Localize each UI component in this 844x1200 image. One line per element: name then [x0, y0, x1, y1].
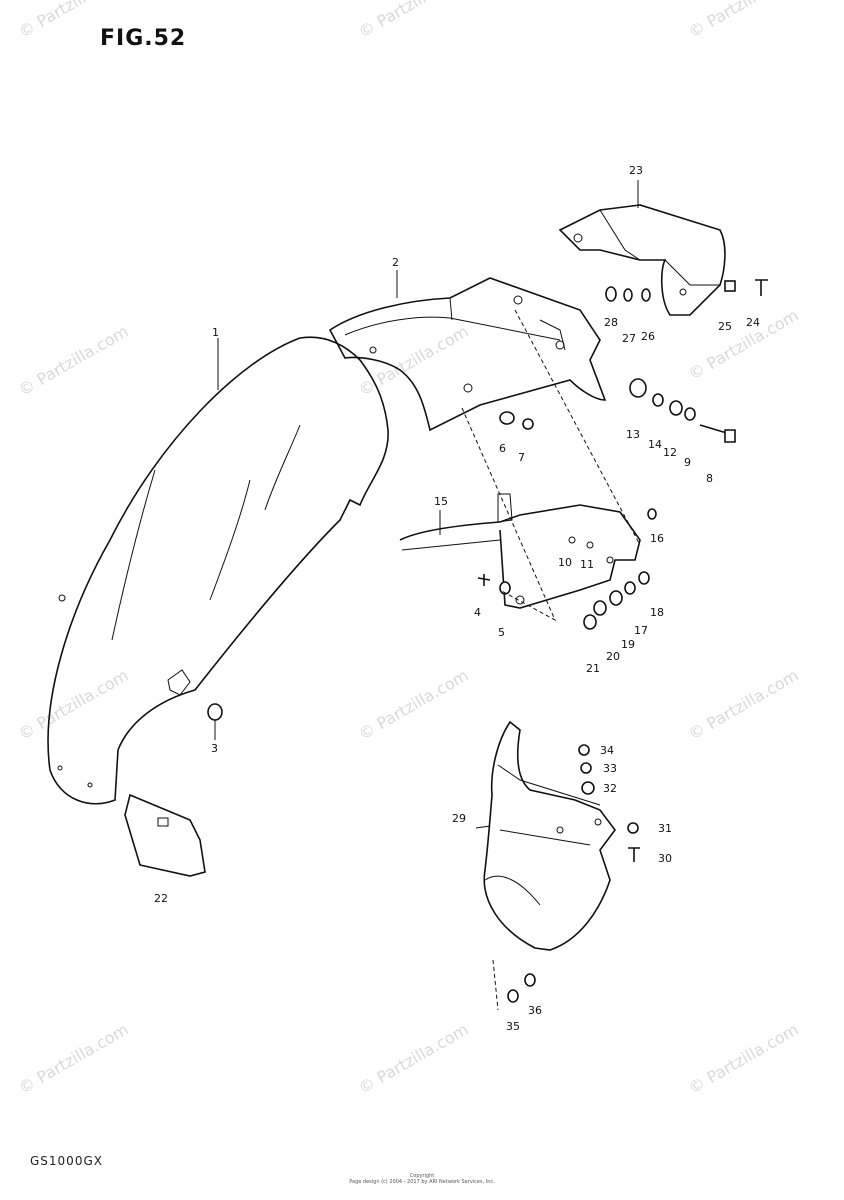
part-label: 36 [528, 1004, 542, 1017]
part-label: 6 [499, 442, 506, 455]
part-label: 20 [606, 650, 620, 663]
leader-lines [214, 180, 641, 1011]
part-label: 21 [586, 662, 600, 675]
inner-fender [328, 277, 607, 432]
part-label: 12 [663, 446, 677, 459]
part-label: 14 [648, 438, 662, 451]
part-label: 34 [600, 744, 614, 757]
part-label: 26 [641, 330, 655, 343]
part-number-labels: 1 2 3 4 5 6 7 8 9 10 11 12 13 14 15 16 1… [154, 164, 760, 1033]
part-label: 4 [474, 606, 481, 619]
part-label: 33 [603, 762, 617, 775]
part-label: 24 [746, 316, 760, 329]
model-code: GS1000GX [30, 1154, 103, 1168]
part-label: 9 [684, 456, 691, 469]
part-label: 18 [650, 606, 664, 619]
part-label: 8 [706, 472, 713, 485]
part-label: 25 [718, 320, 732, 333]
reflector-plate [124, 793, 206, 877]
part-label: 7 [518, 451, 525, 464]
part-label: 19 [621, 638, 635, 651]
part-label: 5 [498, 626, 505, 639]
part-label: 10 [558, 556, 572, 569]
figure-title: FIG.52 [100, 26, 187, 51]
fasteners [207, 279, 768, 1003]
part-label: 29 [452, 812, 466, 825]
part-label: 1 [212, 326, 219, 339]
part-label: 2 [392, 256, 399, 269]
part-label: 15 [434, 495, 448, 508]
part-label: 32 [603, 782, 617, 795]
mounting-bracket [558, 204, 726, 316]
part-label: 31 [658, 822, 672, 835]
copyright-line: Copyright [409, 1173, 435, 1179]
part-label: 22 [154, 892, 168, 905]
fender-stay [399, 493, 641, 609]
part-label: 3 [211, 742, 218, 755]
rear-fender [47, 336, 389, 805]
copyright-line: Page design (c) 2004 - 2017 by ARI Netwo… [349, 1179, 495, 1185]
part-label: 27 [622, 332, 636, 345]
part-label: 23 [629, 164, 643, 177]
part-label: 17 [634, 624, 648, 637]
part-label: 11 [580, 558, 594, 571]
copyright-notice: Copyright Page design (c) 2004 - 2017 by… [0, 1173, 844, 1185]
part-label: 16 [650, 532, 664, 545]
part-label: 30 [658, 852, 672, 865]
part-label: 13 [626, 428, 640, 441]
part-label: 35 [506, 1020, 520, 1033]
part-label: 28 [604, 316, 618, 329]
mud-guard [483, 720, 616, 951]
